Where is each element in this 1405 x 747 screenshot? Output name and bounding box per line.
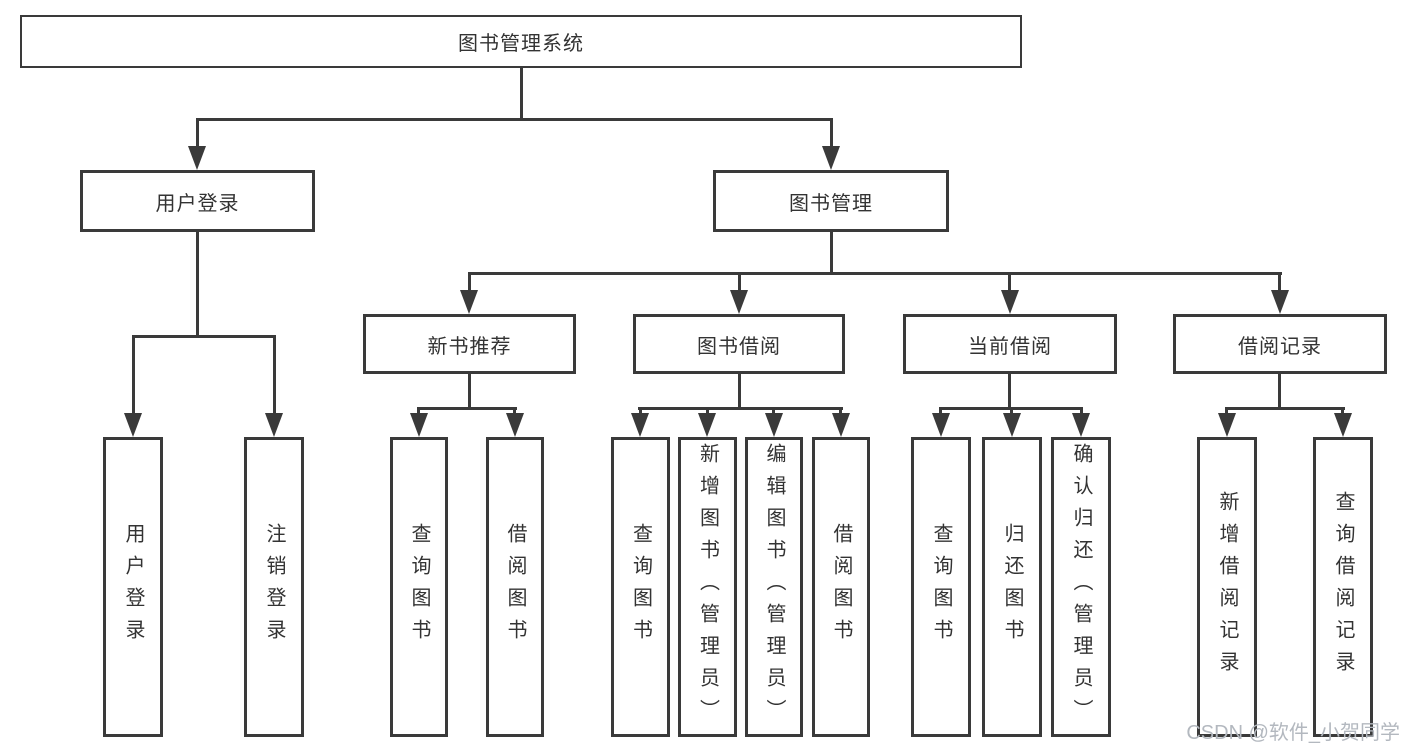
connector-line bbox=[1225, 407, 1228, 413]
node-new-books: 新书推荐 bbox=[363, 314, 576, 374]
connector-line bbox=[468, 374, 471, 407]
arrow-down-icon bbox=[765, 413, 783, 437]
connector-line bbox=[196, 118, 199, 146]
connector-line bbox=[1008, 272, 1011, 290]
arrow-down-icon bbox=[1271, 290, 1289, 314]
connector-line bbox=[830, 232, 833, 272]
connector-line bbox=[132, 335, 135, 413]
node-cb-query-books: 查询图书 bbox=[911, 437, 971, 737]
node-br-query-record: 查询借阅记录 bbox=[1313, 437, 1373, 737]
node-login: 用户登录 bbox=[103, 437, 163, 737]
arrow-down-icon bbox=[822, 146, 840, 170]
arrow-down-icon bbox=[1218, 413, 1236, 437]
arrow-down-icon bbox=[506, 413, 524, 437]
connector-line bbox=[639, 407, 642, 413]
connector-line bbox=[706, 407, 709, 413]
node-bb-borrow-books: 借阅图书 bbox=[812, 437, 870, 737]
node-user-login: 用户登录 bbox=[80, 170, 315, 232]
connector-line bbox=[417, 407, 420, 413]
connector-line bbox=[1278, 272, 1281, 290]
node-borrow-records: 借阅记录 bbox=[1173, 314, 1387, 374]
arrow-down-icon bbox=[631, 413, 649, 437]
connector-line bbox=[830, 118, 833, 146]
connector-line bbox=[196, 118, 833, 121]
connector-line bbox=[520, 68, 523, 118]
arrow-down-icon bbox=[832, 413, 850, 437]
node-bb-edit-books: 编辑图书（管理员） bbox=[745, 437, 803, 737]
connector-line bbox=[417, 407, 517, 410]
node-book-management: 图书管理 bbox=[713, 170, 949, 232]
node-bb-query-books: 查询图书 bbox=[611, 437, 670, 737]
arrow-down-icon bbox=[265, 413, 283, 437]
arrow-down-icon bbox=[188, 146, 206, 170]
connector-line bbox=[772, 407, 775, 413]
arrow-down-icon bbox=[124, 413, 142, 437]
connector-line bbox=[638, 407, 843, 410]
connector-line bbox=[1341, 407, 1344, 413]
arrow-down-icon bbox=[1001, 290, 1019, 314]
arrow-down-icon bbox=[460, 290, 478, 314]
connector-line bbox=[132, 335, 276, 338]
arrow-down-icon bbox=[932, 413, 950, 437]
arrow-down-icon bbox=[1334, 413, 1352, 437]
node-book-borrow: 图书借阅 bbox=[633, 314, 845, 374]
node-logout: 注销登录 bbox=[244, 437, 304, 737]
connector-line bbox=[1010, 407, 1013, 413]
connector-line bbox=[1080, 407, 1083, 413]
node-cb-return-books: 归还图书 bbox=[982, 437, 1042, 737]
connector-line bbox=[1008, 374, 1011, 407]
node-bb-add-books: 新增图书（管理员） bbox=[678, 437, 737, 737]
connector-line bbox=[939, 407, 942, 413]
connector-line bbox=[839, 407, 842, 413]
node-br-add-record: 新增借阅记录 bbox=[1197, 437, 1257, 737]
node-nb-borrow-books: 借阅图书 bbox=[486, 437, 544, 737]
node-nb-query-books: 查询图书 bbox=[390, 437, 448, 737]
arrow-down-icon bbox=[730, 290, 748, 314]
node-cb-confirm-return: 确认归还（管理员） bbox=[1051, 437, 1111, 737]
connector-line bbox=[273, 335, 276, 413]
arrow-down-icon bbox=[1072, 413, 1090, 437]
connector-line bbox=[1225, 407, 1345, 410]
node-root: 图书管理系统 bbox=[20, 15, 1022, 68]
connector-line bbox=[468, 272, 471, 290]
node-current-borrow: 当前借阅 bbox=[903, 314, 1117, 374]
arrow-down-icon bbox=[410, 413, 428, 437]
connector-line bbox=[468, 272, 1282, 275]
connector-line bbox=[738, 374, 741, 407]
connector-line bbox=[196, 232, 199, 335]
watermark: CSDN @软件_小贺同学 bbox=[1186, 722, 1400, 744]
arrow-down-icon bbox=[1003, 413, 1021, 437]
connector-line bbox=[513, 407, 516, 413]
connector-line bbox=[1278, 374, 1281, 407]
connector-line bbox=[738, 272, 741, 290]
arrow-down-icon bbox=[698, 413, 716, 437]
